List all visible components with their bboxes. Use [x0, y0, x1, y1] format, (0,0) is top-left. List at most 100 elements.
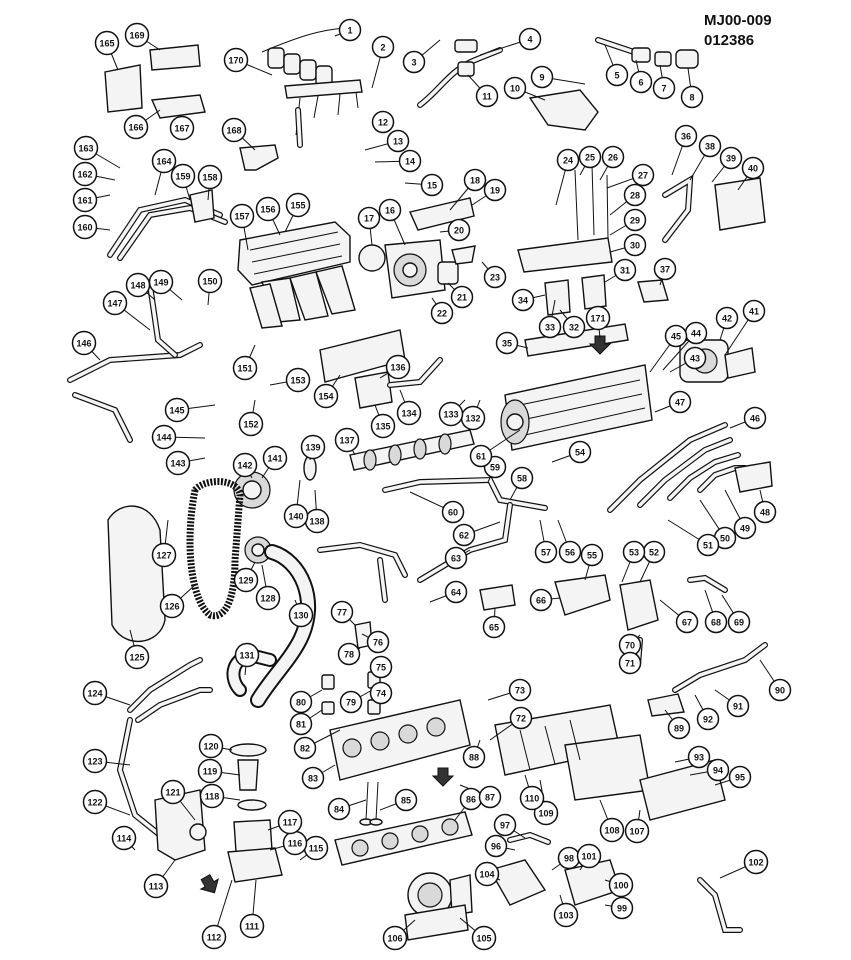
- callout-160: 160: [72, 214, 98, 240]
- callout-12: 12: [371, 110, 395, 134]
- callout-number-133: 133: [443, 410, 458, 420]
- callout-141: 141: [262, 445, 288, 471]
- callout-number-83: 83: [308, 774, 318, 784]
- callout-162: 162: [72, 161, 98, 187]
- callout-number-91: 91: [733, 702, 743, 712]
- callout-56: 56: [558, 540, 582, 564]
- callout-167: 167: [169, 115, 195, 141]
- callout-number-158: 158: [202, 173, 217, 183]
- callout-number-164: 164: [156, 157, 171, 167]
- fuel-lines-top: [417, 37, 699, 108]
- callout-77: 77: [330, 600, 354, 624]
- callout-number-105: 105: [476, 934, 491, 944]
- callout-number-132: 132: [465, 414, 480, 424]
- callout-140: 140: [283, 503, 309, 529]
- callout-number-122: 122: [87, 798, 102, 808]
- callout-number-161: 161: [77, 196, 92, 206]
- callout-169: 169: [124, 22, 150, 48]
- callout-number-171: 171: [590, 314, 605, 324]
- callout-number-155: 155: [290, 201, 305, 211]
- callout-74: 74: [369, 681, 393, 705]
- callout-number-18: 18: [470, 176, 480, 186]
- callout-20: 20: [447, 218, 471, 242]
- callout-105: 105: [471, 925, 497, 951]
- callout-163: 163: [73, 135, 99, 161]
- callout-number-160: 160: [77, 223, 92, 233]
- callout-120: 120: [198, 733, 224, 759]
- cam-carrier: [500, 164, 653, 451]
- callout-111: 111: [239, 913, 265, 939]
- callout-number-90: 90: [775, 686, 785, 696]
- callout-166: 166: [123, 114, 149, 140]
- callout-number-70: 70: [625, 641, 635, 651]
- callout-number-76: 76: [373, 638, 383, 648]
- callout-number-145: 145: [169, 406, 184, 416]
- callout-54: 54: [568, 440, 592, 464]
- callout-34: 34: [511, 288, 535, 312]
- callout-3: 3: [402, 50, 426, 74]
- callout-number-86: 86: [466, 795, 476, 805]
- callout-number-73: 73: [515, 686, 525, 696]
- callout-131: 131: [234, 642, 260, 668]
- callout-number-97: 97: [500, 821, 510, 831]
- callout-35: 35: [495, 331, 519, 355]
- callout-53: 53: [622, 540, 646, 564]
- callout-number-149: 149: [153, 278, 168, 288]
- callout-60: 60: [441, 500, 465, 524]
- callout-6: 6: [629, 70, 653, 94]
- callout-36: 36: [674, 124, 698, 148]
- callout-number-140: 140: [288, 512, 303, 522]
- callout-number-77: 77: [337, 608, 347, 618]
- callout-138: 138: [304, 508, 330, 534]
- callout-number-109: 109: [538, 809, 553, 819]
- callout-number-4: 4: [527, 35, 532, 45]
- callout-number-56: 56: [565, 548, 575, 558]
- callout-171: 171: [585, 305, 611, 331]
- callout-number-129: 129: [238, 576, 253, 586]
- callout-number-61: 61: [476, 452, 486, 462]
- callout-22: 22: [430, 301, 454, 325]
- callout-number-9: 9: [539, 73, 544, 83]
- callout-132: 132: [460, 405, 486, 431]
- callout-85: 85: [394, 788, 418, 812]
- callout-127: 127: [151, 542, 177, 568]
- callout-number-13: 13: [393, 137, 403, 147]
- callout-number-135: 135: [375, 422, 390, 432]
- callout-number-71: 71: [625, 659, 635, 669]
- callout-number-157: 157: [234, 212, 249, 222]
- callout-number-36: 36: [681, 132, 691, 142]
- callout-97: 97: [493, 813, 517, 837]
- callout-165: 165: [94, 30, 120, 56]
- valves: [359, 781, 383, 826]
- callout-number-110: 110: [525, 794, 540, 804]
- callout-number-117: 117: [283, 818, 298, 828]
- callout-number-137: 137: [339, 436, 354, 446]
- callout-128: 128: [255, 585, 281, 611]
- callout-number-121: 121: [165, 788, 180, 798]
- callout-number-146: 146: [76, 339, 91, 349]
- callout-number-103: 103: [558, 911, 573, 921]
- hoses-68-90: [647, 574, 768, 717]
- callout-number-99: 99: [617, 904, 627, 914]
- callout-number-55: 55: [587, 551, 597, 561]
- callout-75: 75: [369, 655, 393, 679]
- callout-15: 15: [420, 173, 444, 197]
- callout-number-75: 75: [376, 663, 386, 673]
- callout-number-65: 65: [489, 623, 499, 633]
- callout-32: 32: [562, 315, 586, 339]
- cylinder-head: [329, 699, 471, 787]
- callout-number-106: 106: [387, 934, 402, 944]
- callout-94: 94: [706, 758, 730, 782]
- callout-134: 134: [396, 400, 422, 426]
- callout-51: 51: [696, 533, 720, 557]
- callout-number-124: 124: [87, 689, 102, 699]
- callout-number-163: 163: [78, 144, 93, 154]
- callout-119: 119: [197, 758, 223, 784]
- callout-number-7: 7: [661, 84, 666, 94]
- callout-58: 58: [510, 466, 534, 490]
- callout-65: 65: [482, 615, 506, 639]
- callout-number-165: 165: [99, 39, 114, 49]
- callout-82: 82: [293, 736, 317, 760]
- callout-number-168: 168: [226, 126, 241, 136]
- callout-number-123: 123: [87, 757, 102, 767]
